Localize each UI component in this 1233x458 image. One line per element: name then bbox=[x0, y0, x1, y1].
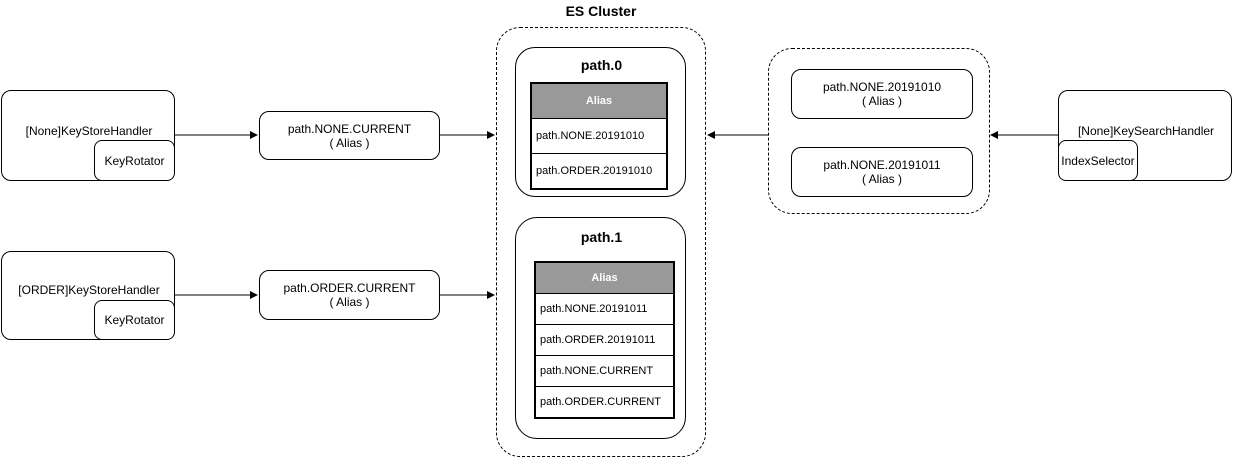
path0-alias-row-0: path.NONE.20191010 bbox=[530, 118, 668, 154]
path1-title: path.1 bbox=[580, 229, 623, 245]
none-current-alias-name: path.NONE.CURRENT bbox=[287, 121, 412, 136]
order-key-rotator: KeyRotator bbox=[94, 300, 175, 340]
path0-alias-table: Alias path.NONE.20191010 path.ORDER.2019… bbox=[530, 82, 668, 190]
none-current-alias-sub: ( Alias ) bbox=[329, 135, 370, 150]
none-key-rotator-label: KeyRotator bbox=[104, 153, 165, 168]
order-current-alias-name: path.ORDER.CURRENT bbox=[283, 281, 416, 295]
path1-alias-row-3: path.ORDER.CURRENT bbox=[534, 386, 675, 419]
alias-none-20191010-name: path.NONE.20191010 bbox=[822, 80, 942, 94]
path1-alias-header: Alias bbox=[534, 261, 675, 294]
alias-none-20191011: path.NONE.20191011 ( Alias ) bbox=[791, 147, 973, 197]
order-keystore-handler-label: [ORDER]KeyStoreHandler bbox=[18, 283, 160, 297]
path1-alias-table: Alias path.NONE.20191011 path.ORDER.2019… bbox=[534, 261, 675, 419]
order-key-rotator-label: KeyRotator bbox=[104, 313, 165, 327]
none-current-alias: path.NONE.CURRENT ( Alias ) bbox=[259, 111, 440, 160]
order-current-alias: path.ORDER.CURRENT ( Alias ) bbox=[259, 270, 440, 320]
none-keystore-handler-label: [None]KeyStoreHandler bbox=[25, 124, 153, 138]
es-cluster-group bbox=[496, 27, 706, 457]
path1-alias-row-2: path.NONE.CURRENT bbox=[534, 355, 675, 387]
order-current-alias-sub: ( Alias ) bbox=[329, 295, 370, 309]
index-selector: IndexSelector bbox=[1058, 140, 1138, 181]
alias-none-20191011-name: path.NONE.20191011 bbox=[823, 158, 941, 172]
path0-title: path.0 bbox=[580, 57, 623, 73]
none-key-rotator: KeyRotator bbox=[94, 140, 175, 181]
cluster-title: ES Cluster bbox=[565, 3, 637, 19]
alias-none-20191010-sub: ( Alias ) bbox=[861, 94, 902, 108]
none-keysearch-handler-label: [None]KeySearchHandler bbox=[1077, 124, 1215, 138]
alias-none-20191011-sub: ( Alias ) bbox=[861, 172, 902, 186]
path0-alias-row-1: path.ORDER.20191010 bbox=[530, 153, 668, 190]
path1-alias-row-1: path.ORDER.20191011 bbox=[534, 324, 675, 356]
alias-none-20191010: path.NONE.20191010 ( Alias ) bbox=[791, 69, 973, 119]
search-alias-group bbox=[768, 48, 990, 214]
index-selector-label: IndexSelector bbox=[1061, 153, 1135, 168]
path1-alias-row-0: path.NONE.20191011 bbox=[534, 293, 675, 325]
path0-alias-header: Alias bbox=[530, 82, 668, 119]
